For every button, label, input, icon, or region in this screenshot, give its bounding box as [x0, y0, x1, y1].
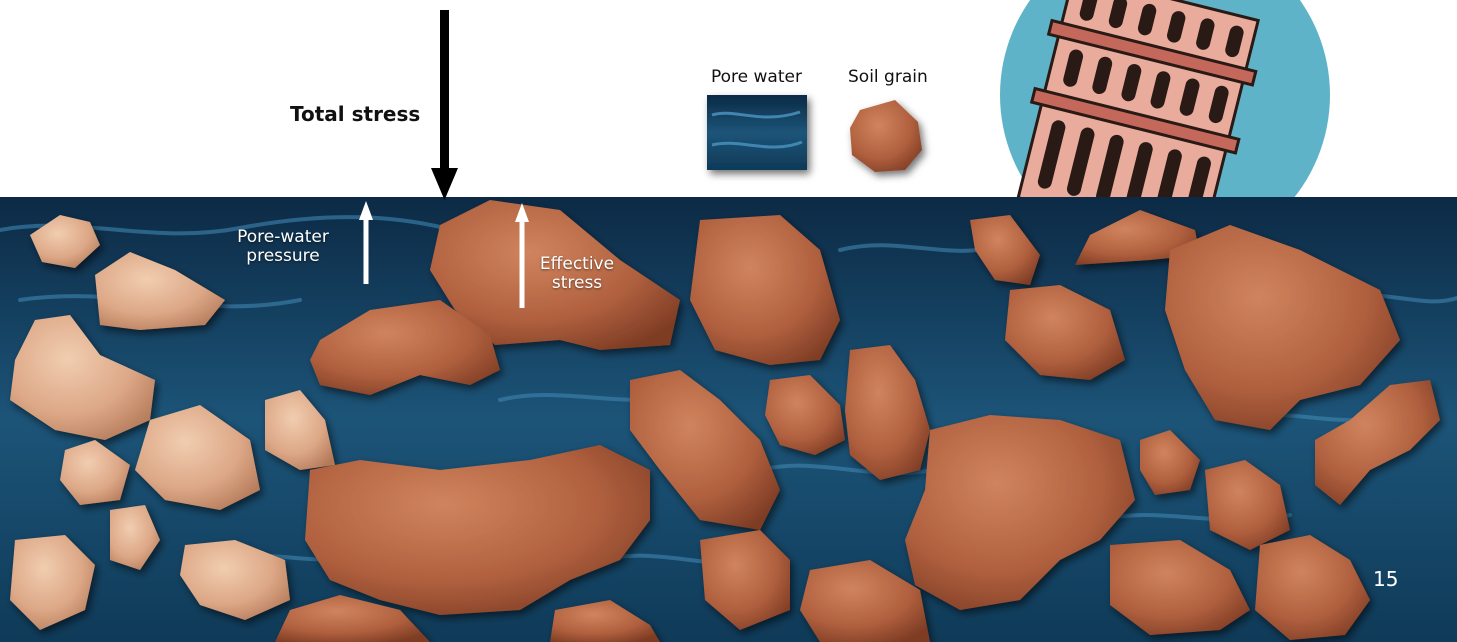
pore-water-pressure-line1: Pore-water — [218, 228, 348, 247]
effective-stress-label: Effective stress — [528, 255, 626, 293]
pore-water-pressure-line2: pressure — [218, 247, 348, 266]
pore-water-pressure-label: Pore-water pressure — [218, 228, 348, 266]
total-stress-label: Total stress — [290, 102, 420, 126]
legend-soil-grain-swatch — [850, 100, 922, 172]
legend-soil-grain-label: Soil grain — [848, 67, 928, 87]
effective-stress-line2: stress — [528, 274, 626, 293]
legend-pore-water-label: Pore water — [711, 67, 802, 87]
legend-pore-water-swatch — [707, 95, 807, 170]
down-arrow-icon — [431, 10, 458, 200]
page-number: 15 — [1373, 567, 1398, 591]
effective-stress-line1: Effective — [528, 255, 626, 274]
